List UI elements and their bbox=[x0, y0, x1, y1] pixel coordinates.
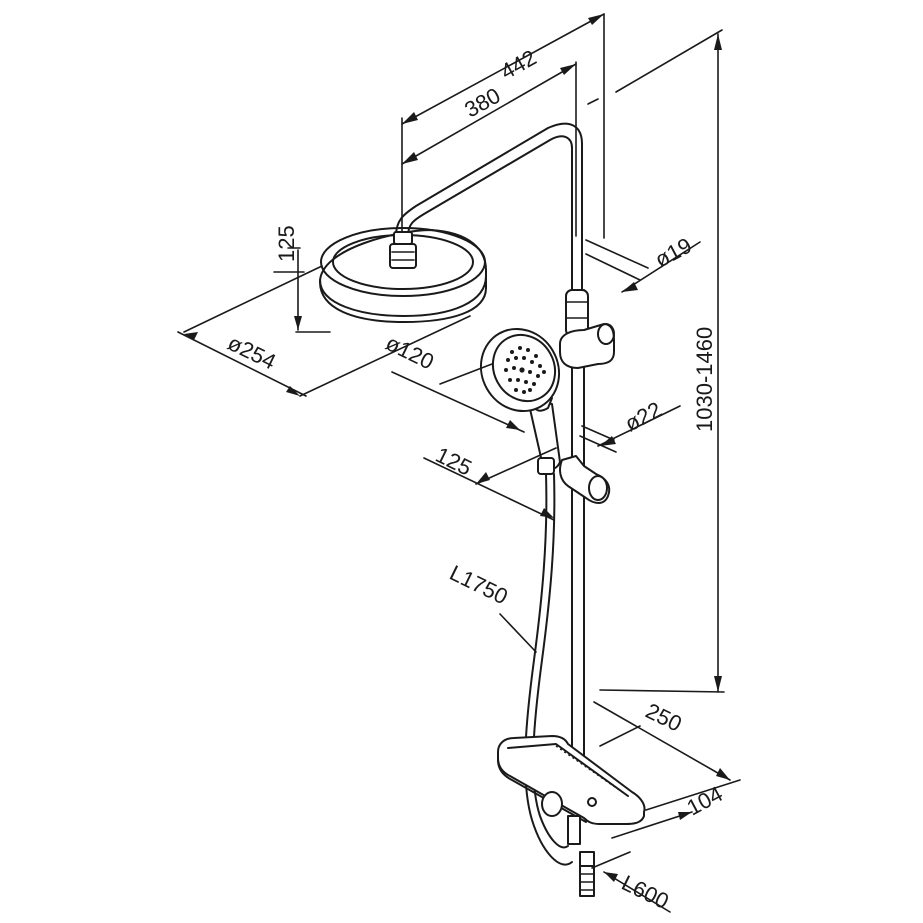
hand-shower bbox=[479, 327, 561, 475]
dim-125-head: 125 bbox=[274, 225, 299, 262]
shower-hose bbox=[524, 473, 573, 866]
dim-1030-1460: 1030-1460 bbox=[692, 327, 717, 432]
dim-254: ø254 bbox=[224, 330, 280, 374]
vertical-rail bbox=[565, 289, 589, 784]
dim-22: ø22 bbox=[621, 397, 666, 437]
dim-125-holder: 125 bbox=[432, 442, 476, 481]
rain-shower-head bbox=[319, 227, 487, 323]
shower-arm bbox=[389, 122, 583, 293]
upper-holder bbox=[559, 323, 615, 369]
extension-lines bbox=[273, 13, 725, 693]
thermostat-shelf bbox=[497, 735, 646, 897]
dimension-lines bbox=[177, 13, 741, 913]
dim-250: 250 bbox=[642, 698, 686, 737]
dim-L600: L600 bbox=[618, 870, 673, 914]
dim-19: ø19 bbox=[651, 233, 696, 273]
dim-442: 442 bbox=[496, 45, 540, 85]
dim-L1750: L1750 bbox=[446, 560, 512, 609]
dimension-labels: 442 380 125 ø254 ø120 ø19 ø22 125 L1750 … bbox=[224, 45, 727, 914]
spray-nozzles bbox=[504, 346, 546, 394]
dim-120: ø120 bbox=[382, 330, 438, 374]
lower-holder bbox=[559, 455, 611, 504]
